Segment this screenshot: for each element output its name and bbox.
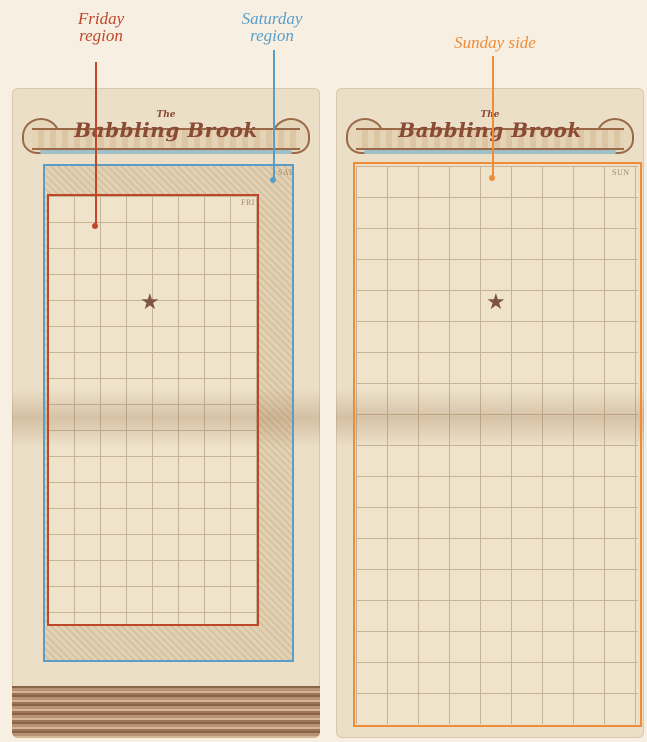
logo-water-wave xyxy=(364,150,616,154)
saturday-leader-dot xyxy=(270,177,276,183)
friday-leader-line xyxy=(95,62,97,226)
babbling-brook-logo: The Babbling Brook xyxy=(346,114,634,158)
sunday-side-outline xyxy=(353,162,642,727)
saturday-callout-line1: Saturday xyxy=(222,10,322,27)
sunday-leader-dot xyxy=(489,175,495,181)
saturday-leader-line xyxy=(273,50,275,180)
logo-water-wave xyxy=(40,150,292,154)
friday-callout-line1: Friday xyxy=(56,10,146,27)
sunday-side-callout: Sunday side xyxy=(425,34,565,51)
saturday-callout-line2: region xyxy=(222,27,322,44)
babbling-brook-logo: The Babbling Brook xyxy=(22,114,310,158)
saturday-region-callout: Saturday region xyxy=(222,10,322,44)
sunday-leader-line xyxy=(492,56,494,178)
friday-region-outline xyxy=(47,194,259,626)
logo-title: Babbling Brook xyxy=(346,118,634,142)
logo-title: Babbling Brook xyxy=(22,118,310,142)
sunday-callout-line1: Sunday side xyxy=(425,34,565,51)
friday-leader-dot xyxy=(92,223,98,229)
friday-callout-line2: region xyxy=(56,27,146,44)
wood-grain-strip xyxy=(12,686,320,738)
friday-region-callout: Friday region xyxy=(56,10,146,44)
